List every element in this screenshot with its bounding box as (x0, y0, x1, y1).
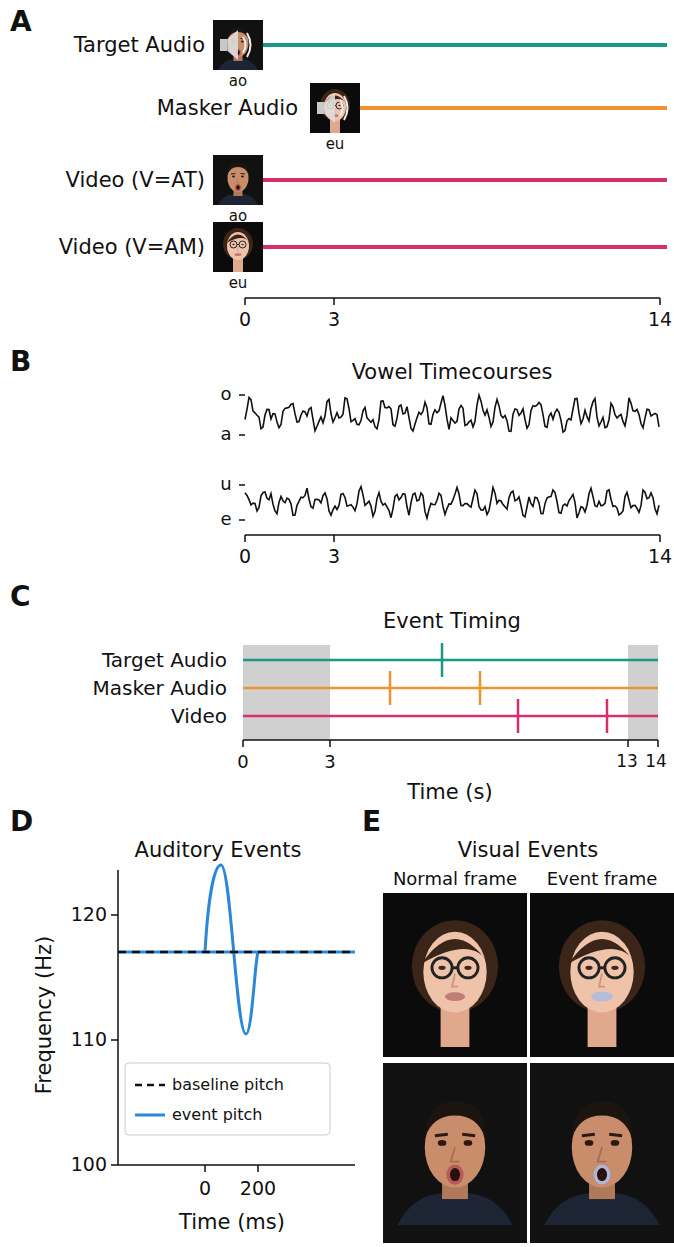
event-tick (479, 671, 482, 705)
event-tick (441, 643, 444, 677)
panel-b (239, 395, 660, 542)
speaker-icon (220, 30, 251, 60)
vowel-label: ao (229, 73, 247, 90)
row-label: Masker Audio (92, 677, 227, 700)
time-axis (243, 740, 658, 747)
axis-label: e (220, 509, 231, 530)
event-pitch-line (118, 951, 355, 954)
face-icon (213, 222, 263, 272)
axis-ticks (239, 395, 245, 520)
column-label: Event frame (547, 869, 658, 890)
axis-label: o (220, 384, 231, 405)
legend-text: baseline pitch (172, 1076, 284, 1094)
plot-axes (111, 870, 355, 1172)
baseline-pitch-line (118, 951, 355, 954)
panel-title: Auditory Events (135, 838, 302, 862)
time-axis (245, 535, 660, 542)
vowel-trace (245, 487, 659, 518)
row-label: Video (171, 705, 227, 728)
face-image (383, 1081, 527, 1225)
image-bg (530, 893, 674, 1057)
vowel-label: ao (229, 208, 247, 225)
image-bg (530, 1063, 674, 1243)
video-line (262, 245, 667, 249)
tick-label: 120 (71, 904, 107, 926)
tick-label: 3 (328, 309, 340, 331)
panel-d (111, 865, 355, 1172)
panel-letter: E (362, 806, 381, 838)
tick-label: 14 (648, 309, 672, 331)
tick-label: 0 (237, 752, 248, 773)
tick-label: 110 (71, 1029, 107, 1051)
vowel-label: eu (229, 275, 248, 292)
legend-sample (135, 1084, 165, 1087)
image-bg (383, 1063, 527, 1243)
video-line (243, 715, 658, 718)
tick-label: 0 (239, 309, 251, 331)
target-line (243, 659, 658, 662)
panel-letter: B (10, 346, 31, 378)
panel-letter: D (10, 806, 33, 838)
face-image (383, 903, 527, 1047)
panel-a (213, 20, 667, 305)
row-label: Masker Audio (157, 96, 298, 120)
row-label: Target Audio (102, 649, 227, 672)
face-icon (310, 83, 360, 133)
row-label: Target Audio (74, 33, 205, 57)
legend-text: event pitch (172, 1106, 262, 1124)
axis-title: Time (s) (407, 780, 492, 804)
axis-label: a (220, 424, 231, 445)
tick-label: 200 (240, 1178, 276, 1200)
tick-label: 14 (645, 752, 667, 772)
panel-title: Visual Events (458, 838, 598, 862)
panel-c (243, 643, 658, 747)
image-bg (383, 893, 527, 1057)
face-image (530, 1081, 674, 1225)
tick-label: 3 (324, 752, 335, 773)
tick-label: 0 (239, 546, 251, 568)
event-tick (389, 671, 392, 705)
face-icon (213, 20, 263, 70)
vowel-trace (245, 395, 659, 432)
panel-title: Vowel Timecourses (352, 360, 553, 384)
masker-line (358, 106, 667, 110)
panel-title: Event Timing (383, 609, 521, 633)
video-line (262, 178, 667, 182)
axis-title: Frequency (Hz) (32, 936, 56, 1094)
event-tick (517, 699, 520, 733)
vowel-label: eu (326, 136, 345, 153)
masker-line (243, 687, 658, 690)
panel-letter: A (10, 6, 32, 38)
speaker-icon (317, 93, 348, 123)
column-label: Normal frame (393, 869, 517, 890)
axis-label: u (220, 474, 231, 495)
row-label: Video (V=AT) (66, 168, 205, 192)
face-image (530, 903, 674, 1047)
tick-label: 0 (199, 1178, 211, 1200)
panel-e (383, 893, 674, 1243)
row-label: Video (V=AM) (59, 235, 205, 259)
panel-letter: C (10, 581, 31, 613)
legend-box (125, 1063, 330, 1135)
event-pitch-line (205, 865, 258, 1034)
target-line (262, 43, 667, 47)
axis-title: Time (ms) (179, 1210, 285, 1234)
legend-sample (135, 1114, 165, 1117)
time-axis (245, 298, 660, 305)
face-icon (213, 155, 263, 205)
tick-label: 100 (71, 1154, 107, 1176)
tick-label: 3 (328, 546, 340, 568)
tick-label: 14 (648, 546, 672, 568)
tick-label: 13 (616, 752, 638, 772)
event-tick (606, 699, 609, 733)
